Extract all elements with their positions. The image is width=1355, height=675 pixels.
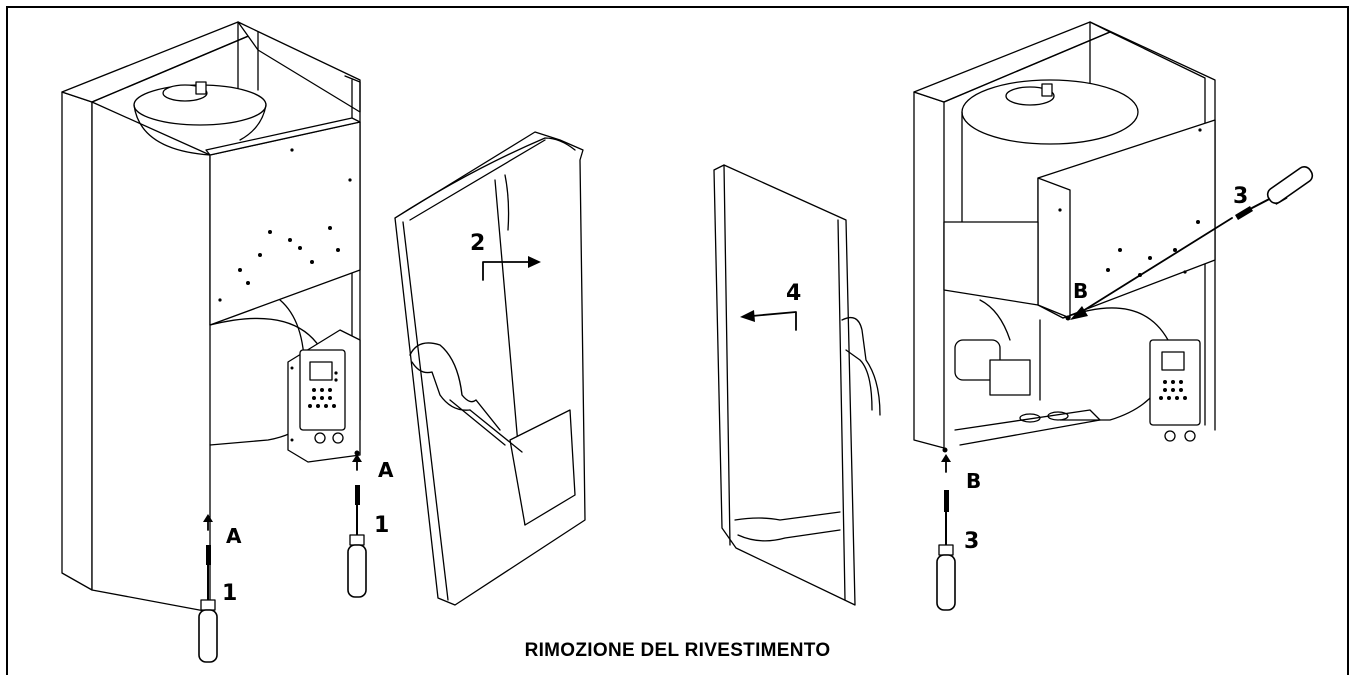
screwdriver-icon-right-bottom: [936, 454, 956, 611]
screwdriver-icon-left-bottom: [198, 514, 218, 663]
label-1-right: 1: [374, 513, 389, 538]
front-panel: [394, 131, 586, 606]
label-3-bottom: 3: [964, 529, 979, 554]
figure-caption: RIMOZIONE DEL RIVESTIMENTO: [524, 640, 831, 661]
right-boiler: [913, 21, 1216, 453]
figure-frame: [6, 6, 1349, 675]
label-a-left: A: [226, 524, 242, 548]
label-3-top: 3: [1233, 184, 1248, 209]
label-a-right: A: [378, 458, 394, 482]
side-panel: [713, 164, 881, 606]
label-b-bottom: B: [966, 469, 981, 493]
label-2: 2: [470, 231, 485, 256]
left-boiler: [61, 21, 361, 613]
step-2-arrow: [482, 256, 541, 281]
label-4: 4: [786, 281, 801, 306]
screwdriver-icon-right-top: [1235, 166, 1314, 220]
screwdriver-icon-left-side: [347, 454, 367, 598]
label-b-top: B: [1073, 279, 1088, 303]
label-1-left: 1: [222, 581, 237, 606]
step-3-arrow-diagonal: [1070, 217, 1233, 320]
step-4-arrow: [740, 310, 797, 331]
